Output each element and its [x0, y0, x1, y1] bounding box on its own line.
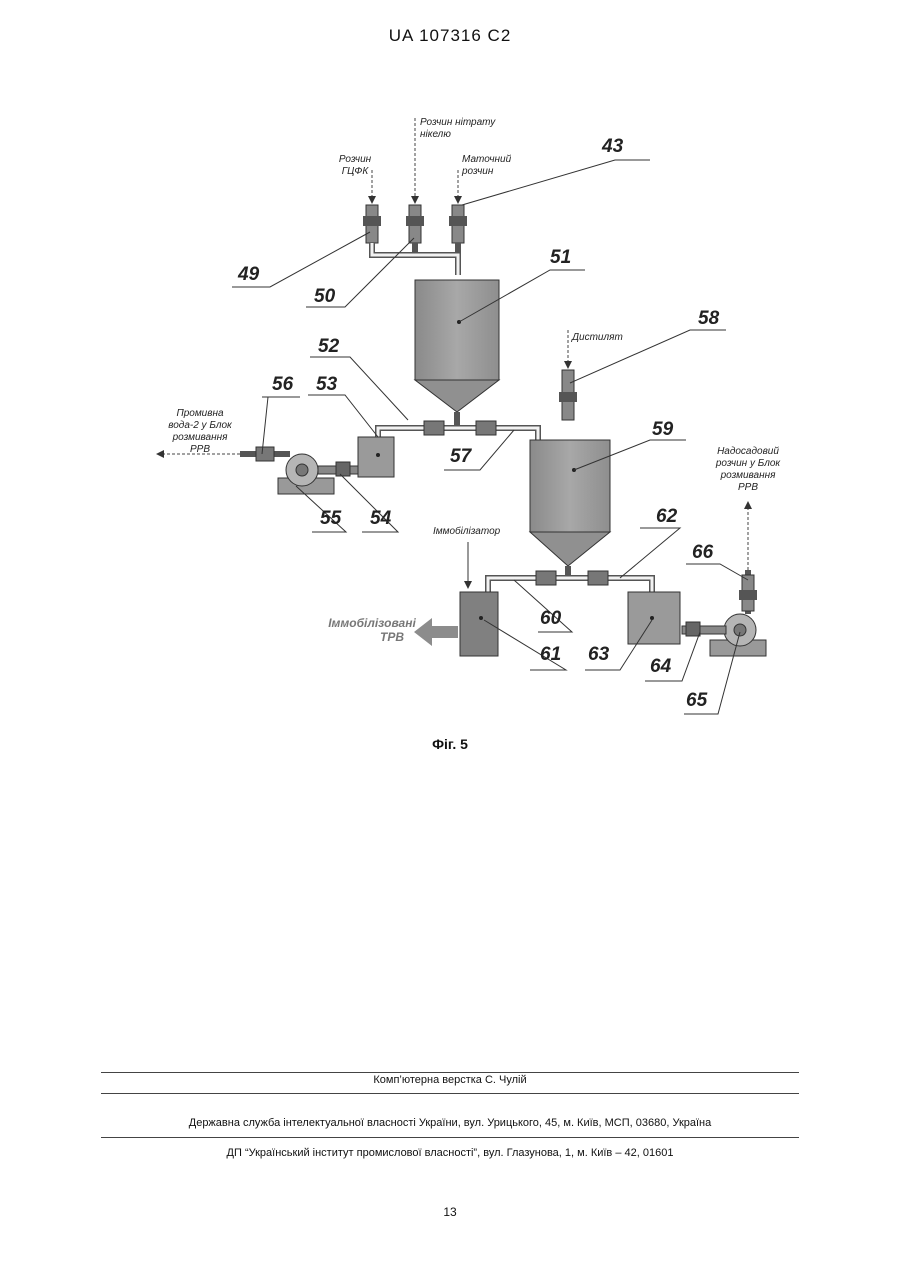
- ref-43: 43: [601, 136, 624, 157]
- label-immobilizer: Іммобілізатор: [433, 525, 501, 537]
- product-outlet-arrow: [414, 618, 458, 646]
- ref-55: 55: [320, 508, 342, 529]
- ref-51: 51: [550, 247, 571, 268]
- label-wash-4: РРВ: [190, 444, 210, 455]
- footer-agency-address: Державна служба інтелектуальної власност…: [101, 1117, 799, 1129]
- label-mother-2: розчин: [461, 166, 494, 177]
- ref-57: 57: [450, 446, 473, 467]
- label-supernatant-3: розмивання: [720, 470, 777, 481]
- ref-61: 61: [540, 644, 561, 665]
- footer-rule-3: [101, 1137, 799, 1138]
- ref-63: 63: [588, 644, 610, 665]
- tank-51: [415, 280, 499, 412]
- ref-49: 49: [237, 264, 260, 285]
- label-distillate: Дистилят: [571, 332, 623, 343]
- valve-43: [449, 205, 467, 243]
- ref-62: 62: [656, 506, 678, 527]
- page-number: 13: [0, 1205, 900, 1219]
- label-mother-1: Маточний: [462, 154, 512, 165]
- ref-56: 56: [272, 374, 294, 395]
- ref-50: 50: [314, 286, 336, 307]
- valve-66: [739, 575, 757, 611]
- figure-caption: Фіг. 5: [0, 736, 900, 752]
- ref-60: 60: [540, 608, 562, 629]
- label-product-2: ТРВ: [380, 630, 404, 644]
- valve-49: [363, 205, 381, 243]
- label-nickel-2: нікелю: [420, 129, 451, 140]
- tank-59: [530, 440, 610, 566]
- tank-53: [358, 437, 394, 477]
- pump-55: [278, 454, 358, 494]
- valve-manifold-right: [476, 421, 496, 435]
- label-hfk-2: ГЦФК: [342, 166, 370, 177]
- label-nickel-1: Розчин нітрату: [420, 117, 496, 128]
- pump-65: [682, 614, 766, 656]
- valve-lower-right: [588, 571, 608, 585]
- manifold-60-62-pipe: [488, 578, 652, 592]
- tank-63: [628, 592, 680, 644]
- ref-59: 59: [652, 419, 674, 440]
- footer-rule-2: [101, 1093, 799, 1094]
- label-wash-3: розмивання: [172, 432, 229, 443]
- ref-52: 52: [318, 336, 340, 357]
- label-supernatant-2: розчин у Блок: [715, 458, 782, 469]
- valve-50: [406, 205, 424, 243]
- process-diagram: Розчин ГЦФК Розчин нітрату нікелю Маточн…: [0, 0, 900, 730]
- ref-53: 53: [316, 374, 338, 395]
- valve-56: [256, 447, 274, 461]
- label-supernatant-4: РРВ: [738, 482, 758, 493]
- manifold-57-pipe: [378, 428, 538, 440]
- ref-64: 64: [650, 656, 672, 677]
- label-product-1: Іммобілізовані: [328, 616, 416, 630]
- footer-layout-credit: Комп’ютерна верстка С. Чулій: [101, 1074, 799, 1086]
- footer-rule-1: [101, 1072, 799, 1073]
- valve-manifold-left: [424, 421, 444, 435]
- footer-institute-address: ДП “Український інститут промислової вла…: [101, 1147, 799, 1159]
- valve-lower-left: [536, 571, 556, 585]
- label-hfk-1: Розчин: [339, 154, 372, 165]
- ref-66: 66: [692, 542, 714, 563]
- tank-61: [460, 592, 498, 656]
- label-supernatant-1: Надосадовий: [717, 446, 779, 457]
- ref-54: 54: [370, 508, 392, 529]
- ref-58: 58: [698, 308, 720, 329]
- valve-58: [559, 370, 577, 420]
- label-wash-2: вода-2 у Блок: [168, 420, 233, 431]
- label-wash-1: Промивна: [176, 408, 224, 419]
- ref-65: 65: [686, 690, 708, 711]
